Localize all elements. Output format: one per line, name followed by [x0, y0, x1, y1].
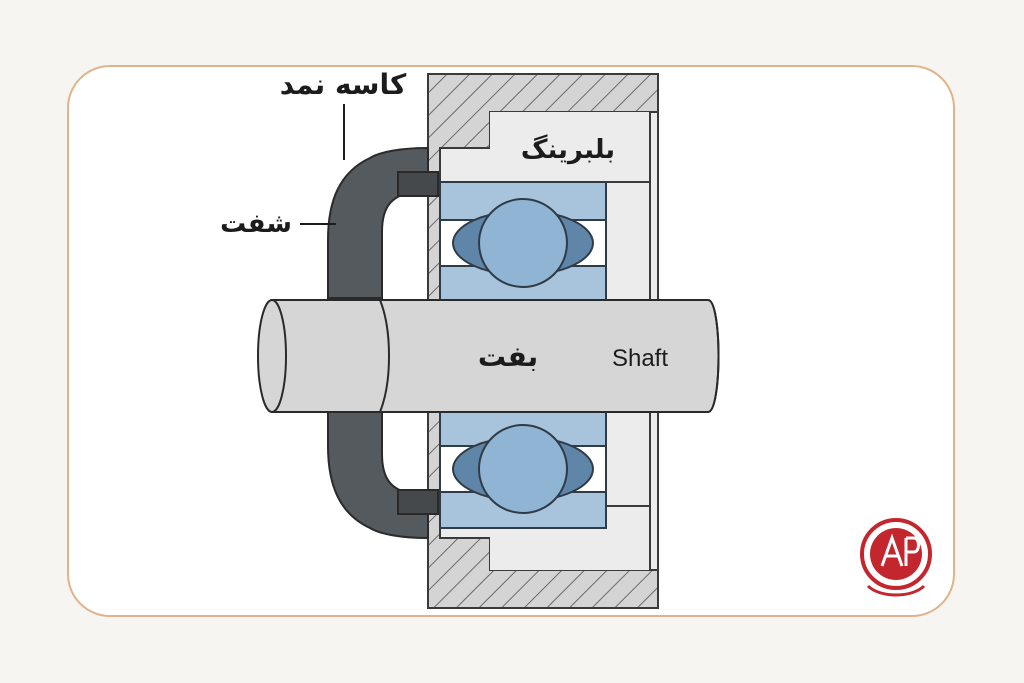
- company-logo-icon: [860, 518, 932, 597]
- bearing-label: بلبرینگ: [521, 134, 615, 165]
- shaft: [257, 299, 720, 413]
- felt-label: شفت: [220, 209, 292, 239]
- seal-label: کاسه نمد: [280, 68, 407, 101]
- shaft-label-fa: بفت: [478, 340, 538, 373]
- bearing-top: [439, 181, 607, 303]
- felt-seal: [327, 146, 439, 540]
- shaft-label-en: Shaft: [612, 345, 668, 372]
- bearing-bottom: [439, 409, 607, 529]
